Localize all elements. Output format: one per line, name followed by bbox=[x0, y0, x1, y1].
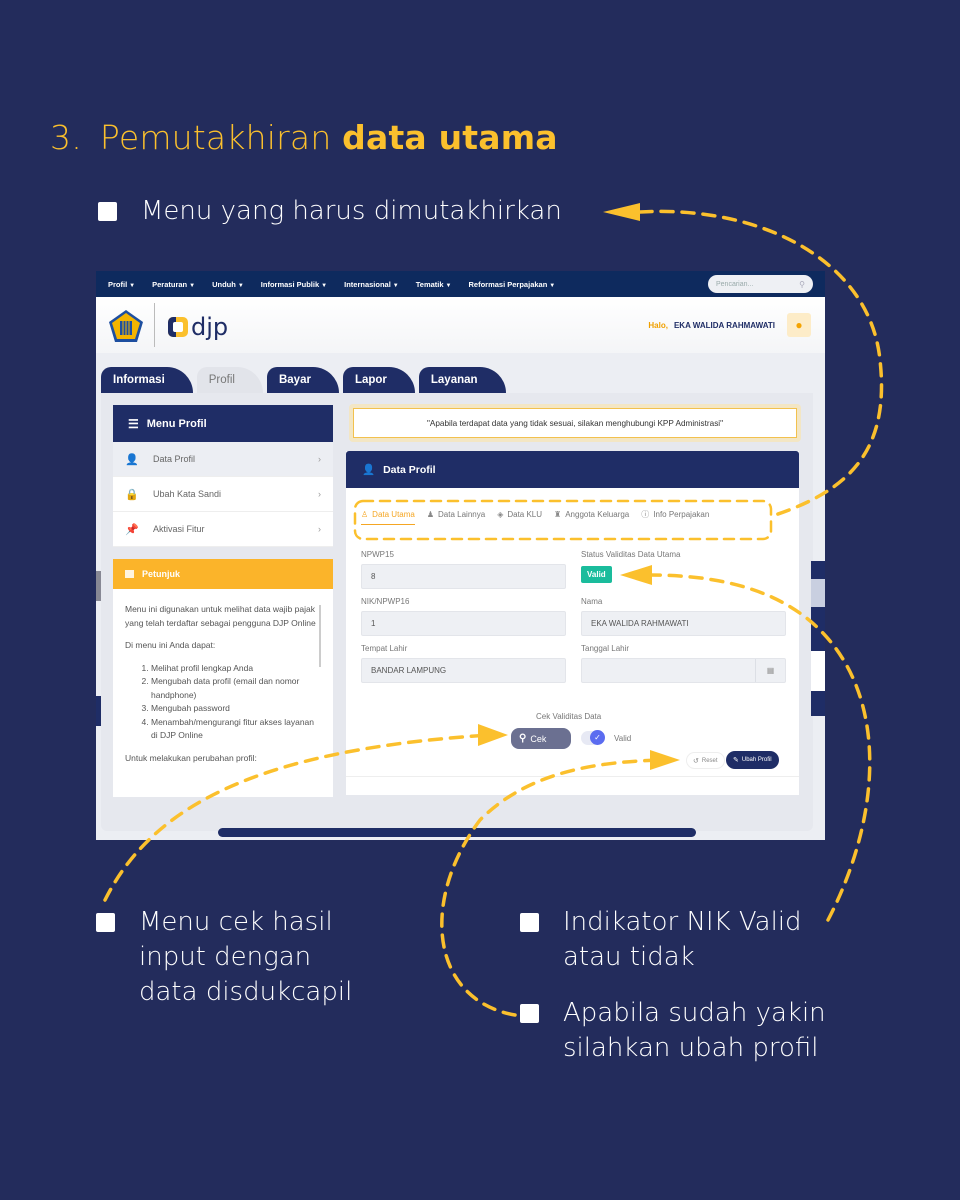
menu-icon: ☰ bbox=[128, 416, 139, 431]
user-icon: 👤 bbox=[362, 464, 376, 476]
chevron-right-icon: › bbox=[318, 454, 321, 464]
sidebar-header: ☰ Menu Profil bbox=[113, 405, 333, 442]
petunjuk-header: Petunjuk bbox=[113, 559, 333, 589]
user-name: EKA WALIDA RAHMAWATI bbox=[673, 320, 775, 330]
caret-down-icon: ▼ bbox=[392, 282, 399, 289]
title-regular: Pemutakhiran bbox=[99, 118, 332, 157]
subtab-data-lainnya[interactable]: ♟Data Lainnya bbox=[426, 510, 486, 519]
bullet-square-icon bbox=[520, 913, 539, 932]
search-icon: ⚲ bbox=[799, 279, 805, 289]
tab-layanan[interactable]: Layanan bbox=[418, 367, 506, 393]
pin-icon: 📌 bbox=[125, 523, 139, 536]
valid-toggle[interactable]: ✓ bbox=[581, 730, 605, 745]
nik-field[interactable]: 1 bbox=[361, 611, 566, 636]
tab-lapor[interactable]: Lapor bbox=[342, 367, 415, 393]
tab-bayar[interactable]: Bayar bbox=[266, 367, 339, 393]
tab-informasi[interactable]: Informasi bbox=[101, 367, 193, 393]
check-icon: ✓ bbox=[590, 730, 605, 745]
djp-logo[interactable]: djp bbox=[168, 313, 228, 341]
top-navigation: Profil▼ Peraturan▼ Unduh▼ Informasi Publ… bbox=[96, 271, 825, 297]
user-avatar-icon[interactable]: ● bbox=[787, 313, 811, 337]
nav-tematik[interactable]: Tematik▼ bbox=[415, 279, 452, 289]
reset-button[interactable]: ↺ Reset bbox=[686, 752, 725, 769]
undo-icon: ↺ bbox=[693, 757, 699, 765]
main-tabs: Informasi Profil Bayar Lapor Layanan bbox=[101, 367, 510, 393]
caret-down-icon: ▼ bbox=[189, 282, 196, 289]
djp-online-screenshot: Profil▼ Peraturan▼ Unduh▼ Informasi Publ… bbox=[96, 271, 825, 840]
subtab-data-utama[interactable]: ♙Data Utama bbox=[361, 509, 415, 525]
tanggal-lahir-field[interactable]: ▦ bbox=[581, 658, 786, 683]
status-badge: Valid bbox=[581, 566, 612, 583]
bullet-square-icon bbox=[520, 1004, 539, 1023]
nav-reformasi-perpajakan[interactable]: Reformasi Perpajakan▼ bbox=[468, 279, 556, 289]
bullet-square-icon bbox=[96, 913, 115, 932]
search-input[interactable]: Pencarian... ⚲ bbox=[708, 275, 813, 293]
sidebar: ☰ Menu Profil 👤 Data Profil › 🔒 Ubah Kat… bbox=[113, 405, 333, 797]
card-header: 👤 Data Profil bbox=[346, 451, 799, 488]
info-icon: ⓘ bbox=[641, 510, 650, 519]
card-footer-divider bbox=[346, 776, 799, 777]
npwp15-field[interactable]: 8 bbox=[361, 564, 566, 589]
nama-field[interactable]: EKA WALIDA RAHMAWATI bbox=[581, 611, 786, 636]
petunjuk-scrollbar[interactable] bbox=[319, 605, 321, 667]
user-outline-icon: ♙ bbox=[361, 509, 369, 519]
kemenkeu-emblem-icon bbox=[109, 310, 143, 342]
user-icon: 👤 bbox=[125, 453, 139, 466]
nav-profil[interactable]: Profil▼ bbox=[108, 279, 136, 289]
left-decoration bbox=[96, 571, 101, 731]
slide-title: 3. Pemutakhiran data utama bbox=[50, 118, 558, 157]
ubah-profil-button[interactable]: ✎ Ubah Profil bbox=[726, 751, 779, 769]
sidebar-item-ubah-kata-sandi[interactable]: 🔒 Ubah Kata Sandi › bbox=[113, 477, 333, 512]
users-icon: ♟ bbox=[426, 510, 435, 519]
djp-logo-icon bbox=[168, 317, 188, 337]
bullet-nik: Indikator NIK Valid atau tidak bbox=[520, 905, 802, 975]
sidebar-item-aktivasi-fitur[interactable]: 📌 Aktivasi Fitur › bbox=[113, 512, 333, 547]
header-divider bbox=[154, 303, 155, 347]
bullet-text: Menu yang harus dimutakhirkan bbox=[141, 196, 562, 226]
search-icon: ⚲ bbox=[519, 733, 527, 744]
caret-down-icon: ▼ bbox=[549, 282, 556, 289]
profile-subtabs: ♙Data Utama ♟Data Lainnya ◈Data KLU ♜Ang… bbox=[346, 488, 799, 525]
chevron-right-icon: › bbox=[318, 524, 321, 534]
nav-peraturan[interactable]: Peraturan▼ bbox=[152, 279, 196, 289]
caret-down-icon: ▼ bbox=[237, 282, 244, 289]
profile-form: NPWP15 8 Status Validitas Data Utama Val… bbox=[361, 550, 786, 691]
content-panel: ☰ Menu Profil 👤 Data Profil › 🔒 Ubah Kat… bbox=[101, 393, 813, 831]
step-number: 3. bbox=[50, 118, 82, 157]
caret-down-icon: ▼ bbox=[321, 282, 328, 289]
cek-button[interactable]: ⚲ Cek bbox=[511, 728, 571, 749]
bullet-cek: Menu cek hasil input dengan data disdukc… bbox=[96, 905, 352, 1010]
user-greeting: Halo, EKA WALIDA RAHMAWATI ● bbox=[648, 313, 811, 337]
subtab-data-klu[interactable]: ◈Data KLU bbox=[497, 510, 543, 519]
title-bold: data utama bbox=[342, 118, 558, 157]
bottom-scrollbar[interactable] bbox=[218, 828, 696, 837]
cube-icon: ◈ bbox=[497, 510, 504, 519]
lock-icon: 🔒 bbox=[125, 488, 139, 501]
calendar-icon[interactable]: ▦ bbox=[755, 659, 785, 682]
book-icon bbox=[125, 570, 134, 578]
family-icon: ♜ bbox=[554, 510, 562, 519]
edit-icon: ✎ bbox=[733, 757, 739, 764]
chevron-right-icon: › bbox=[318, 489, 321, 499]
petunjuk-body[interactable]: Menu ini digunakan untuk melihat data wa… bbox=[113, 589, 333, 797]
data-profil-card: 👤 Data Profil ♙Data Utama ♟Data Lainnya … bbox=[346, 451, 799, 795]
tempat-lahir-field[interactable]: BANDAR LAMPUNG bbox=[361, 658, 566, 683]
sidebar-item-data-profil[interactable]: 👤 Data Profil › bbox=[113, 442, 333, 477]
nav-unduh[interactable]: Unduh▼ bbox=[212, 279, 244, 289]
bullet-square-icon bbox=[98, 202, 117, 221]
nav-internasional[interactable]: Internasional▼ bbox=[344, 279, 399, 289]
petunjuk-panel: Petunjuk Menu ini digunakan untuk meliha… bbox=[113, 559, 333, 797]
subtab-anggota-keluarga[interactable]: ♜Anggota Keluarga bbox=[554, 510, 630, 519]
right-decoration bbox=[811, 561, 825, 716]
nav-informasi-publik[interactable]: Informasi Publik▼ bbox=[260, 279, 328, 289]
caret-down-icon: ▼ bbox=[129, 282, 136, 289]
app-header: djp Halo, EKA WALIDA RAHMAWATI ● bbox=[96, 297, 825, 353]
bullet-ubah: Apabila sudah yakin silahkan ubah profil bbox=[520, 996, 826, 1066]
petunjuk-list: Melihat profil lengkap Anda Mengubah dat… bbox=[125, 662, 321, 743]
caret-down-icon: ▼ bbox=[445, 282, 452, 289]
notice-banner: "Apabila terdapat data yang tidak sesuai… bbox=[349, 404, 801, 442]
bullet-menu: Menu yang harus dimutakhirkan bbox=[98, 194, 562, 229]
tab-profil[interactable]: Profil bbox=[196, 367, 263, 393]
